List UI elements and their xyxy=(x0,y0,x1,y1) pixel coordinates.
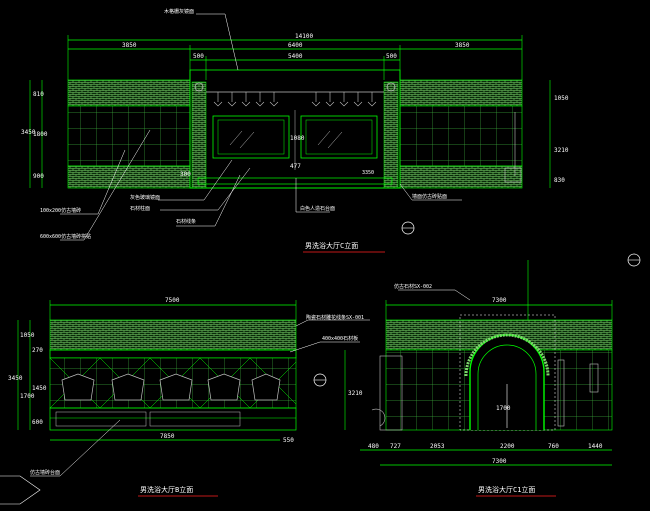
dim-right-0: 1050 xyxy=(554,95,569,102)
dim-left: 3850 xyxy=(122,42,137,49)
br-dim-left-0: 3210 xyxy=(348,390,363,397)
inner-dim-2: 300 xyxy=(180,171,191,178)
br-arch-dim: 1700 xyxy=(496,405,511,412)
br-dim-bottom-3: 2200 xyxy=(500,443,515,450)
dim-total: 14100 xyxy=(295,33,313,40)
bl-dim-left-4: 1700 xyxy=(20,393,35,400)
dim-right-1: 3210 xyxy=(554,147,569,154)
callout-4: 灰色玻璃镜面 xyxy=(130,194,160,201)
br-dim-top: 7300 xyxy=(492,297,507,304)
dim-left-2: 900 xyxy=(33,173,44,180)
inner-dim-0: 1080 xyxy=(290,135,305,142)
dim-right: 3850 xyxy=(455,42,470,49)
bl-dim-left-2: 3450 xyxy=(8,375,23,382)
br-dim-bottom-1: 727 xyxy=(390,443,401,450)
bl-dim-left-0: 1050 xyxy=(20,332,35,339)
callout-1: 100x200仿古墙砖 xyxy=(40,207,81,214)
small-label: 3350 xyxy=(362,170,374,176)
callout-5: 石材柱面 xyxy=(130,205,150,212)
dim-left-0: 810 xyxy=(33,91,44,98)
bl-dim-left-5: 600 xyxy=(32,419,43,426)
bl-elevation: 7500 7850 550 1050 270 3450 1450 1700 60… xyxy=(0,297,370,505)
callout-3: 石材线条 xyxy=(176,218,196,225)
br-dim-bottom-0: 480 xyxy=(368,443,379,450)
callout-6: 白色人造石台面 xyxy=(300,205,335,212)
bl-title: 男洗浴大厅B立面 xyxy=(140,485,193,494)
dim-left-3: 3450 xyxy=(21,129,36,136)
dim-left-1: 1800 xyxy=(33,131,48,138)
top-title: 男洗浴大厅C立面 xyxy=(305,241,358,250)
top-elevation: 14100 3850 6400 3850 500 5400 500 xyxy=(21,8,569,253)
dim-sub-a: 500 xyxy=(193,53,204,60)
inner-dim-1: 477 xyxy=(290,163,301,170)
bl-dim-top: 7500 xyxy=(165,297,180,304)
dim-sub-c: 500 xyxy=(386,53,397,60)
bl-dim-left-1: 270 xyxy=(32,347,43,354)
br-dim-bottom-5: 1440 xyxy=(588,443,603,450)
callout-0: 木格栅灰镜面 xyxy=(164,8,194,15)
br-title: 男洗浴大厅C1立面 xyxy=(478,485,535,494)
dim-right-2: 830 xyxy=(554,177,565,184)
bl-dim-bottom-1: 550 xyxy=(283,437,294,444)
callout-7: 墙面仿古砖贴面 xyxy=(412,193,447,200)
bl-callout-2: 仿古墙砖台面 xyxy=(30,469,60,476)
dim-center: 6400 xyxy=(288,42,303,49)
br-dim-bottom-2: 2053 xyxy=(430,443,445,450)
bl-dim-left-3: 1450 xyxy=(32,385,47,392)
callout-2: 600x600仿古墙砖拼贴 xyxy=(40,233,91,240)
dim-sub-b: 5400 xyxy=(288,53,303,60)
br-dim-bottom-4: 760 xyxy=(548,443,559,450)
br-callout-0: 仿古石材SX-002 xyxy=(394,283,432,290)
br-dim-total: 7300 xyxy=(492,458,507,465)
br-elevation: 7300 1700 3210 480 727 2053 2200 760 144… xyxy=(344,253,641,497)
bl-callout-1: 400x400石材板 xyxy=(322,335,358,342)
bl-dim-bottom-0: 7850 xyxy=(160,433,175,440)
bl-callout-0: 陶瓷石材雕花线条SX-001 xyxy=(306,314,364,321)
